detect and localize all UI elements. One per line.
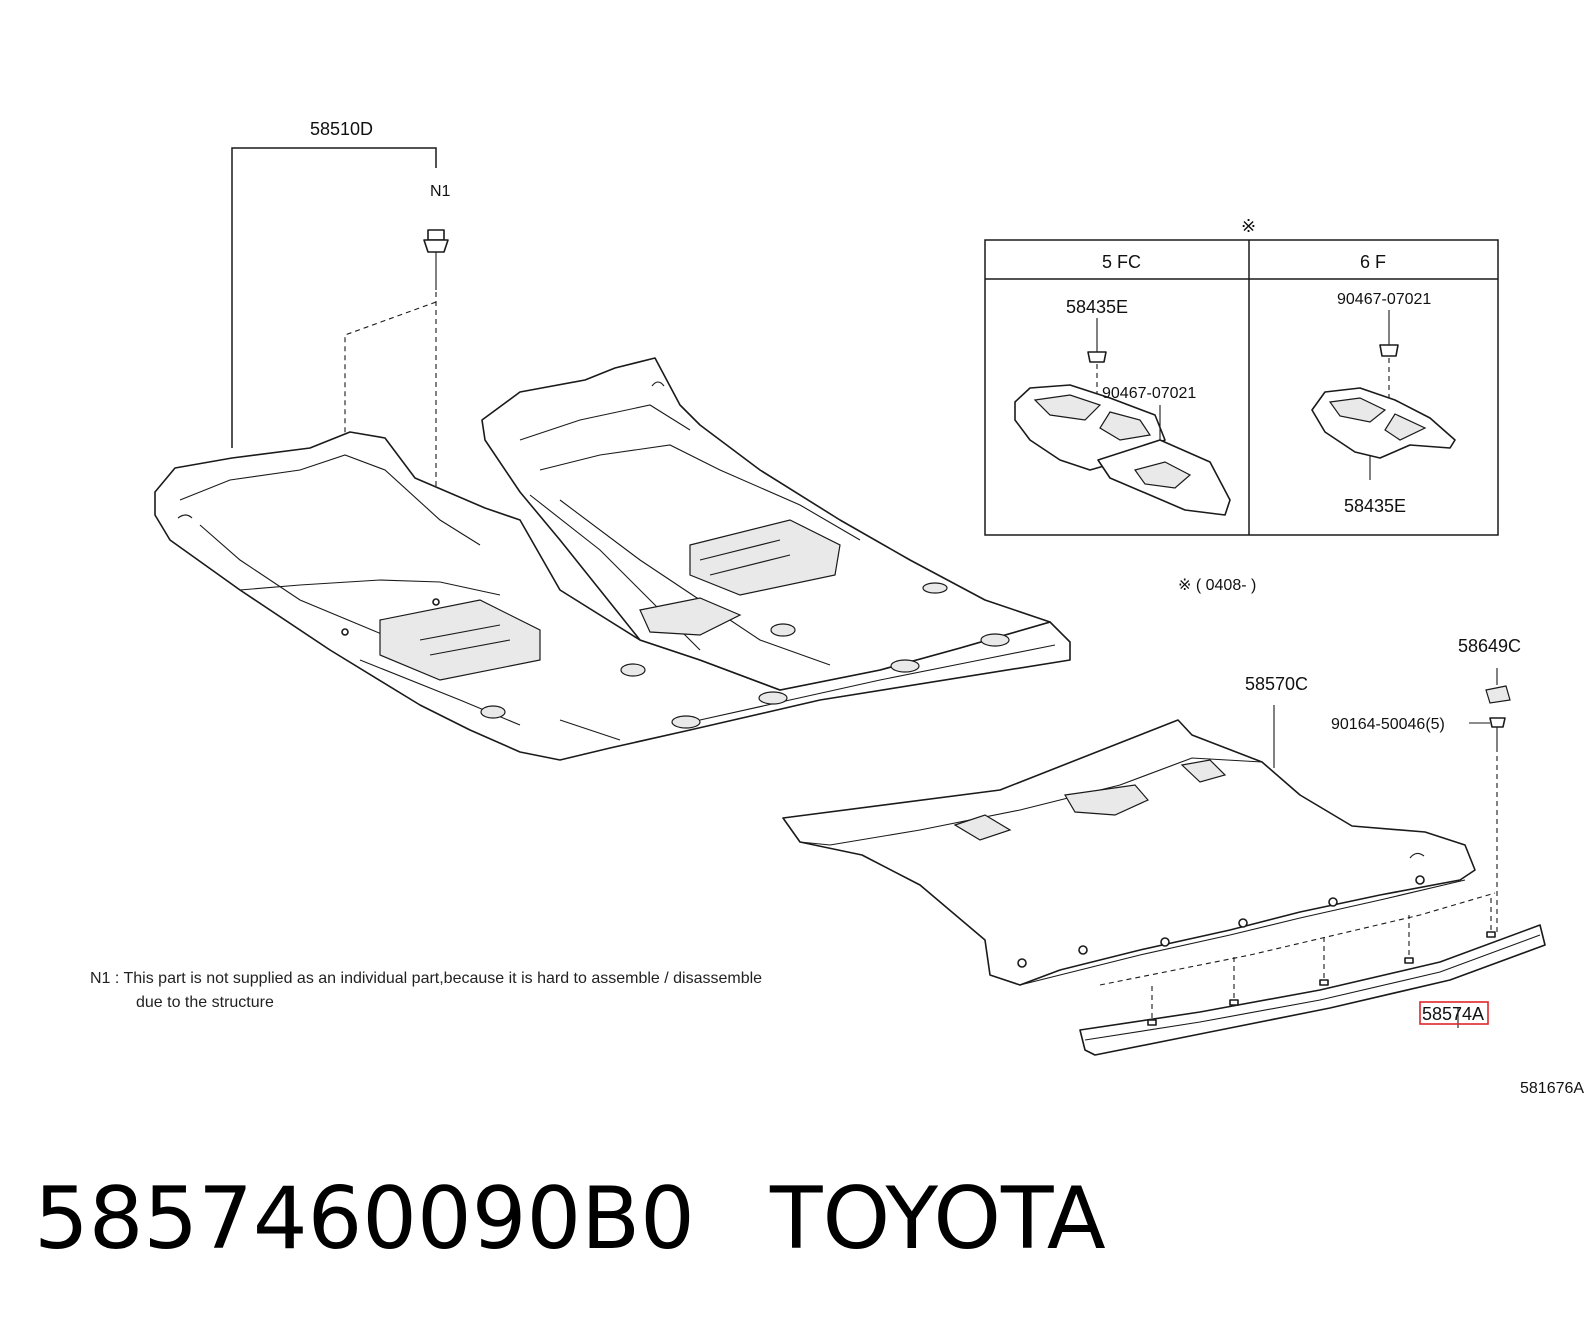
- diagram-id: 581676A: [1520, 1080, 1584, 1097]
- trim-piece: [1079, 892, 1546, 1056]
- cap-icon: [1485, 668, 1511, 704]
- inset-header-5fc: 5 FC: [1102, 252, 1141, 272]
- date-note: ※ ( 0408- ): [1178, 577, 1256, 594]
- footnote-line1: N1 : This part is not supplied as an ind…: [90, 970, 762, 987]
- n1-clip-icon: [423, 229, 449, 290]
- callout-58570c: 58570C: [1245, 674, 1308, 694]
- callout-n1: N1: [430, 183, 451, 200]
- footnote-line2: due to the structure: [136, 994, 274, 1011]
- console-5fc: [1014, 318, 1231, 516]
- main-floor-carpet: [154, 147, 1071, 761]
- callout-90467-07021-right: 90467-07021: [1337, 291, 1431, 308]
- inset-box: [984, 239, 1499, 536]
- screw-icon: [1469, 717, 1506, 935]
- inset-mark: ※: [1241, 216, 1256, 236]
- callout-90164-50046: 90164-50046(5): [1331, 716, 1445, 733]
- rear-carpet: [782, 705, 1476, 986]
- brand-name: TOYOTA: [769, 1169, 1106, 1269]
- callout-58510d: 58510D: [310, 119, 373, 139]
- inset-header-6f: 6 F: [1360, 252, 1386, 272]
- callout-58574a: 58574A: [1422, 1004, 1484, 1024]
- callout-58435e-bottom: 58435E: [1344, 496, 1406, 516]
- highlight-box: [1419, 1001, 1489, 1025]
- callout-90467-07021-left: 90467-07021: [1102, 385, 1196, 402]
- callout-58435e-top: 58435E: [1066, 297, 1128, 317]
- console-6f: [1311, 310, 1456, 480]
- callout-58649c: 58649C: [1458, 636, 1521, 656]
- part-number: 5857460090B0: [34, 1169, 695, 1269]
